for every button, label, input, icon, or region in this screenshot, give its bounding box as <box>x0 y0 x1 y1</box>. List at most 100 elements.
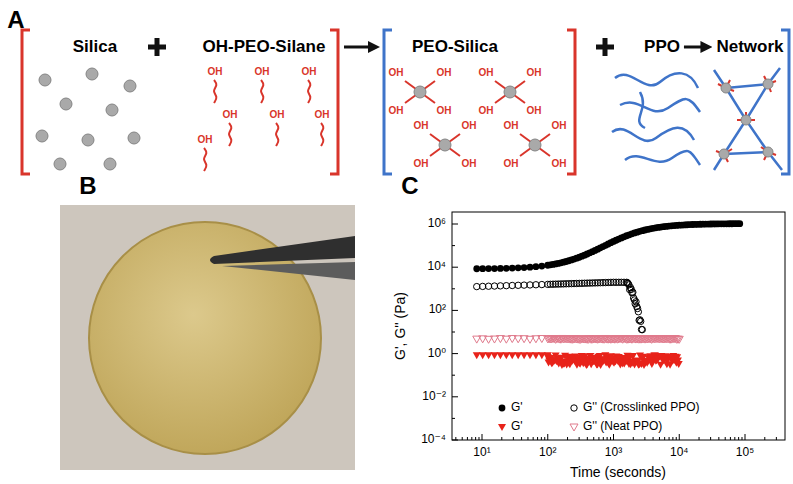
neat-loss-modulus <box>675 336 683 343</box>
axis-tick <box>607 437 608 440</box>
axis-tick <box>513 437 514 440</box>
axis-tick <box>452 310 458 311</box>
axis-tick <box>452 332 455 333</box>
neat-loss-modulus <box>473 335 684 343</box>
silica-particle <box>86 68 98 80</box>
bracket <box>567 30 575 174</box>
network-strand <box>724 152 768 154</box>
bracket <box>384 30 392 174</box>
panel-label: C <box>401 172 418 200</box>
hydroxyl-label: OH <box>270 109 285 121</box>
crosslinked-storage-modulus <box>473 220 743 272</box>
peo-silica-particle <box>439 139 451 151</box>
axis-tick <box>776 437 777 440</box>
hydroxyl-label: OH <box>527 105 542 117</box>
network-node <box>719 149 729 159</box>
axis-tick <box>610 437 611 440</box>
legend-label: G'' (Neat PPO) <box>583 420 662 434</box>
crosslinked-loss-modulus <box>474 279 646 333</box>
photo <box>210 236 355 264</box>
silica-particle <box>82 134 94 146</box>
crosslinked-storage-modulus <box>521 264 528 271</box>
silica-particle <box>54 158 66 170</box>
crosslinked-storage-modulus <box>527 264 534 271</box>
legend-symbol <box>571 405 577 411</box>
photo <box>60 205 355 470</box>
axis-tick <box>452 267 458 268</box>
axis-tick <box>452 375 455 376</box>
axis-title: G', G'' (Pa) <box>392 292 408 360</box>
hydroxyl-label: OH <box>389 67 404 79</box>
axis-tick <box>452 224 458 225</box>
axis-tick <box>452 353 458 354</box>
axis-tick <box>462 437 463 440</box>
axis-tick-label: 10⁶ <box>428 217 446 231</box>
axis-tick <box>452 396 458 397</box>
network-arm <box>761 147 776 160</box>
axis-tick-label: 10⁴ <box>670 446 689 460</box>
panel-label: B <box>79 172 96 200</box>
reaction-species: OH-PEO-Silane <box>199 35 344 59</box>
species-heading: PPO <box>644 37 680 57</box>
reaction-species: Silica <box>69 35 121 59</box>
plus-sign <box>148 38 614 56</box>
axis-tick-label: 10¹ <box>473 446 490 460</box>
network-node <box>763 79 773 89</box>
reaction-species: Network <box>712 35 787 59</box>
axis-tick <box>452 224 776 440</box>
ppo-chain <box>615 73 698 88</box>
crosslinked-loss-modulus <box>639 326 645 332</box>
species-heading: Silica <box>73 37 117 57</box>
axis-tick <box>644 437 645 440</box>
reaction-arrow <box>344 45 372 48</box>
legend-symbol <box>570 424 578 431</box>
ppo-chain <box>612 128 694 141</box>
axis-tick <box>710 437 711 440</box>
axis-tick <box>679 434 680 440</box>
hydroxyl-label: OH <box>479 105 494 117</box>
peo-chain <box>229 123 231 146</box>
silica-particle <box>39 74 51 86</box>
axis-tick-label: 10³ <box>605 446 622 460</box>
axis-tick-label: 10⁴ <box>427 260 446 274</box>
axis-tick <box>598 437 599 440</box>
hydroxyl-label: OH <box>208 66 223 78</box>
peo-silica-particle <box>414 86 426 98</box>
hydroxyl-label: OH <box>527 67 542 79</box>
reaction-species: PPO <box>640 35 684 59</box>
legend-symbol <box>498 424 506 431</box>
hydroxyl-label: OH <box>315 109 330 121</box>
axis-tick <box>593 437 594 440</box>
axis-tick <box>541 437 542 440</box>
silica-particle <box>104 158 116 170</box>
bracket <box>22 30 30 174</box>
crosslinked-loss-modulus <box>635 309 641 315</box>
axis-tick <box>579 437 580 440</box>
hydroxyl-label: OH <box>255 66 270 78</box>
hydroxyl-label: OH <box>462 158 477 170</box>
crosslinked-storage-modulus <box>515 264 522 271</box>
axis-tick <box>718 437 719 440</box>
axis-tick <box>471 437 472 440</box>
axis-tick <box>482 434 483 440</box>
axis-tick-label: 10⁵ <box>736 446 754 460</box>
neat-storage-modulus <box>675 361 683 368</box>
peo-silica-particle <box>529 139 541 151</box>
bracket <box>22 30 789 174</box>
axis-tick-label: 10² <box>429 303 446 317</box>
panel-label: A <box>7 6 24 34</box>
silica-particle <box>36 130 48 142</box>
crosslinked-storage-modulus <box>491 265 498 272</box>
axis-tick-label: 10⁻² <box>422 390 446 404</box>
peo-silica-particle <box>495 81 525 103</box>
axis-tick <box>659 437 660 440</box>
crosslinked-loss-modulus <box>638 326 644 332</box>
photo <box>60 205 355 470</box>
ppo-chain <box>620 99 700 112</box>
network-strand <box>714 68 782 170</box>
axis-tick <box>527 437 528 440</box>
hydroxyl-label: OH <box>552 158 567 170</box>
peo-silica-particle <box>504 86 516 98</box>
silica-particle <box>124 80 136 92</box>
plus-sign <box>148 38 166 56</box>
